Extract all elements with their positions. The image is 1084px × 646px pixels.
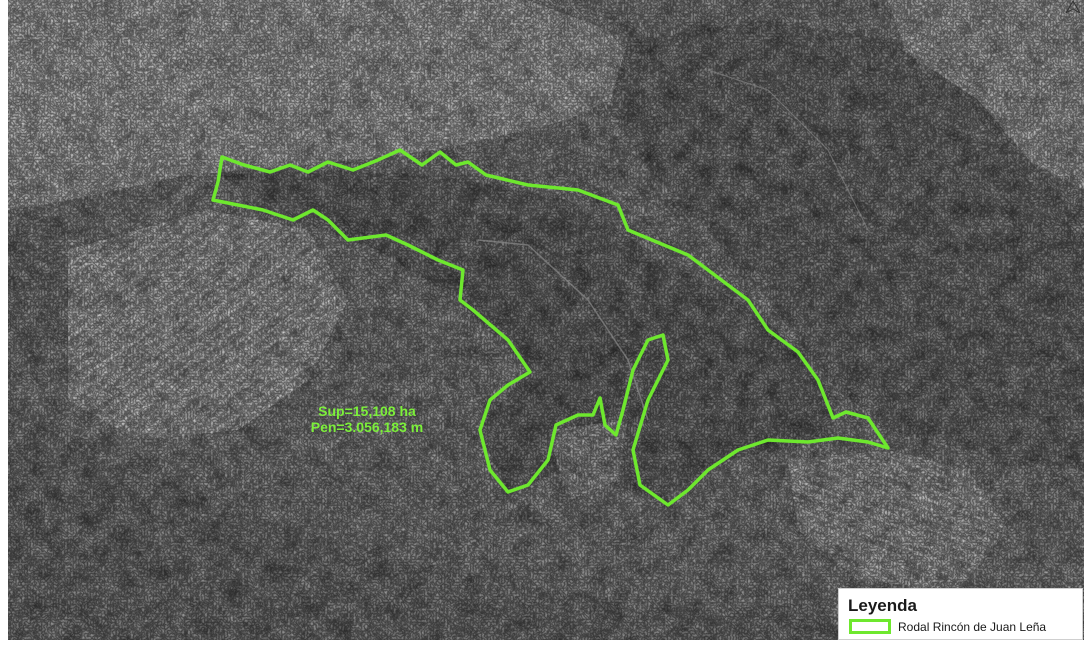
forest-track-east [707, 69, 869, 231]
stand-perimeter-label: Pen=3.056,183 m [310, 419, 424, 435]
stand-boundary [211, 148, 890, 507]
aerial-speckle [8, 0, 1084, 640]
legend-title: Leyenda [848, 596, 917, 615]
north-arrow-icon [1062, 0, 1084, 15]
legend-item-label: Rodal Rincón de Juan Leña [898, 620, 1047, 634]
aerial-orthophoto[interactable] [8, 0, 1084, 640]
map-legend: Leyenda Rodal Rincón de Juan Leña [838, 588, 1083, 640]
stand-area-label: Sup=15,108 ha [318, 403, 416, 419]
forest-track [477, 239, 649, 421]
stand-outline-swatch [849, 619, 891, 634]
